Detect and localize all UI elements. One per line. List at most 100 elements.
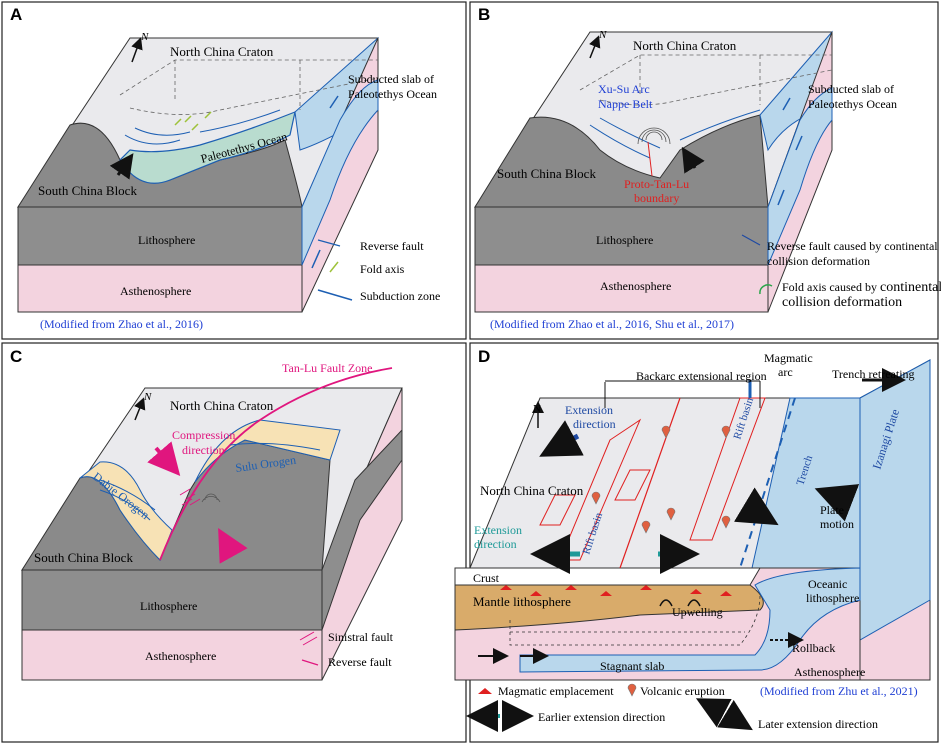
panel-c-legend-sinistral-symbol [299,631,318,646]
panel-d-legend-volcano-symbol [627,683,637,697]
panel-b-slab-outline [579,54,833,106]
panel-b-south-china-top [474,114,769,208]
panel-a-slab-section [301,79,379,266]
panel-a-craton-label: North China Craton [170,44,274,59]
panel-d-plate-motion-arrow [814,484,860,522]
panel-d-ext2-label-2: direction [474,537,517,551]
panel-d-backarc-label: Backarc extensional region [636,369,767,383]
panel-a-north-label: N [140,31,149,43]
panel-c-block-label: South China Block [34,550,133,565]
panel-d-crust [454,567,761,586]
panel-a-asthenosphere-label: Asthenosphere [120,284,191,298]
panel-c-compression-label-2: direction [182,443,225,457]
panel-d-citation: (Modified from Zhu et al., 2021) [760,684,918,698]
panel-a-slab-outline [119,59,379,115]
panel-d-motion-label-2: motion [820,517,854,531]
panel-d-trench-retreat-label: Trench retreating [832,367,915,381]
panel-a-slab-label-1: Subducted slab of [348,72,434,86]
panel-d-oceanic-label-1: Oceanic [808,577,847,591]
panel-d-arc-label-1: Magmatic [764,351,813,365]
panel-c-asthenosphere-label: Asthenosphere [145,649,216,663]
panel-b-arc-label-1: Xu-Su Arc [598,82,650,96]
panel-a-north-arrow [131,37,143,63]
panel-c-fault-zone-label: Tan-Lu Fault Zone [282,361,372,375]
panel-b-fold-arcs [637,127,671,145]
panel-b-legend-fault-1: Reverse fault caused by continental [767,239,938,253]
panel-a-lithosphere-label: Lithosphere [138,233,195,247]
panel-d-dashed-slab-outline [509,594,761,646]
panel-d-volcanoes [591,425,731,534]
panel-b-legend-fold-1a: Fold axis caused by [782,280,880,294]
panel-b-letter: B [478,5,490,24]
panel-c-legend-reverse: Reverse fault [328,655,392,669]
panel-d-upwelling-label: Upwelling [672,605,723,619]
panel-c-right-lithosphere [321,428,403,631]
panel-b: N B North China Craton Subducted slab of… [469,1,941,340]
panel-c-sinistral-faults [179,488,201,506]
panel-b-side-arrow-2 [795,135,803,151]
panel-c-tan-lu-fault [159,367,393,561]
panel-d-rift-basin-1 [559,418,642,561]
panel-a-slab-arrow [329,95,339,109]
panel-c-reverse-faults [99,442,321,521]
panel-a-slab-label-2: Paleotethys Ocean [348,87,437,101]
panel-b-legend-fault-2: collision deformation [767,254,870,268]
panel-b-north-label: N [598,29,607,41]
panel-a-block-label: South China Block [38,183,137,198]
panel-b-asthenosphere-label: Asthenosphere [600,279,671,293]
panel-b-lithosphere-label: Lithosphere [596,233,653,247]
panel-d-legend-magmatic-symbol [478,688,492,694]
panel-d-mantle-lithosphere [454,584,764,631]
panel-d-rift-small-1 [614,469,651,501]
panel-c-craton-label: North China Craton [170,398,274,413]
panel-d-legend-magmatic: Magmatic emplacement [498,684,614,698]
panel-b-arc-label-2: Nappe Belt [598,97,653,111]
panel-a-legend-subduction-symbol [317,289,353,301]
panel-d-asthenosphere-label: Asthenosphere [794,665,865,679]
panel-b-north-arrow [589,35,601,59]
panel-d-legend-later-right [717,699,753,731]
panel-b-craton-label: North China Craton [633,38,737,53]
panel-d-later-extension-arrow-2 [733,487,779,526]
panel-d-north-label: N [533,403,541,415]
panel-a-legend-reverse-fault-symbol [317,239,341,247]
panel-d-arc-label-2: arc [778,365,793,379]
panel-d-stagnant-label: Stagnant slab [600,659,664,673]
panel-a-legend-fold-symbol [329,261,339,273]
panel-d-legend-later: Later extension direction [758,717,878,731]
panel-b-reverse-faults [589,109,761,159]
panel-b-citation: (Modified from Zhao et al., 2016, Shu et… [490,317,734,331]
panel-d: D Backarc extensional region Magmatic ar… [454,342,939,743]
panel-c-legend-reverse-symbol [301,659,319,666]
panel-c-letter: C [10,347,22,366]
panel-d-ext2-label-1: Extension [474,523,522,537]
panel-d-rollback-label: Rollback [792,641,835,655]
panel-a-reverse-faults [124,109,281,145]
panel-d-legend-earlier: Earlier extension direction [538,710,665,724]
panel-b-legend-fold-1b: continental [880,280,941,295]
panel-d-oceanic-label-2: lithosphere [806,591,859,605]
panel-c-north-arrow [134,397,146,421]
panel-a-side-arrow [311,249,321,269]
panel-d-red-line [619,397,681,569]
panel-d-upwelling-arrows [659,599,701,607]
panel-b-slab-section [767,87,833,266]
panel-b-legend-fold-2: collision deformation [782,295,902,310]
panel-b-legend-fold-1: Fold axis caused by continental [782,280,941,295]
panel-a: N A North China Craton Subducted slab of… [1,1,467,340]
panel-d-extension-label-1: Extension [565,403,613,417]
panel-b-slab-label-2: Paleotethys Ocean [808,97,897,111]
panel-c: N C Tan-Lu Fault Zone North China Craton… [1,342,467,743]
panel-d-later-extension-arrow-1 [539,420,584,457]
panel-c-compression-arrow-2 [218,528,248,564]
panel-a-letter: A [10,5,22,24]
panel-d-letter: D [478,347,490,366]
panel-d-craton-label: North China Craton [480,483,584,498]
panel-b-legend-fold-symbol [759,284,773,295]
panel-c-legend-sinistral: Sinistral fault [328,630,394,644]
panel-a-legend-subduction: Subduction zone [360,289,440,303]
panel-b-boundary-line [647,141,653,177]
panel-a-fold-axes [174,111,212,131]
panel-b-slab-arrow [782,97,791,111]
